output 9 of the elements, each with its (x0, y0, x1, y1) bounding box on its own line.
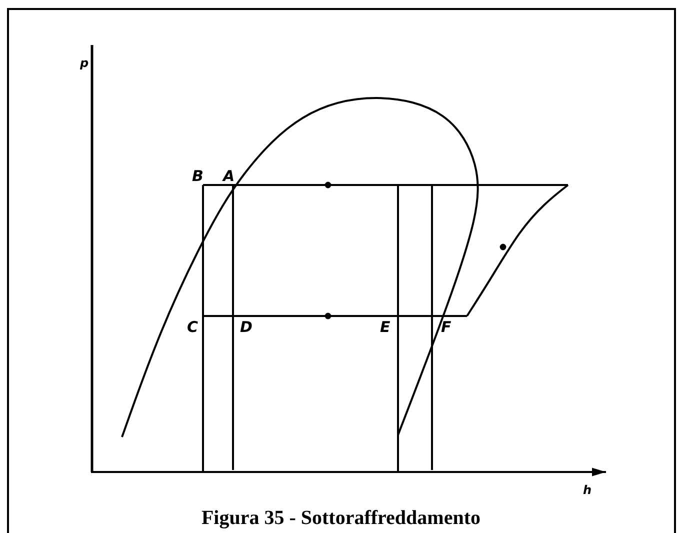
figure-caption: Figura 35 - Sottoraffreddamento (200, 506, 482, 530)
point-label: E (380, 319, 390, 335)
point-label: h (583, 482, 592, 498)
point-label: B (192, 168, 204, 184)
point-label: F (441, 319, 452, 335)
point-label: p (80, 55, 89, 71)
point-label: D (240, 319, 252, 335)
point-label: C (187, 319, 198, 335)
point-label: A (223, 168, 235, 184)
